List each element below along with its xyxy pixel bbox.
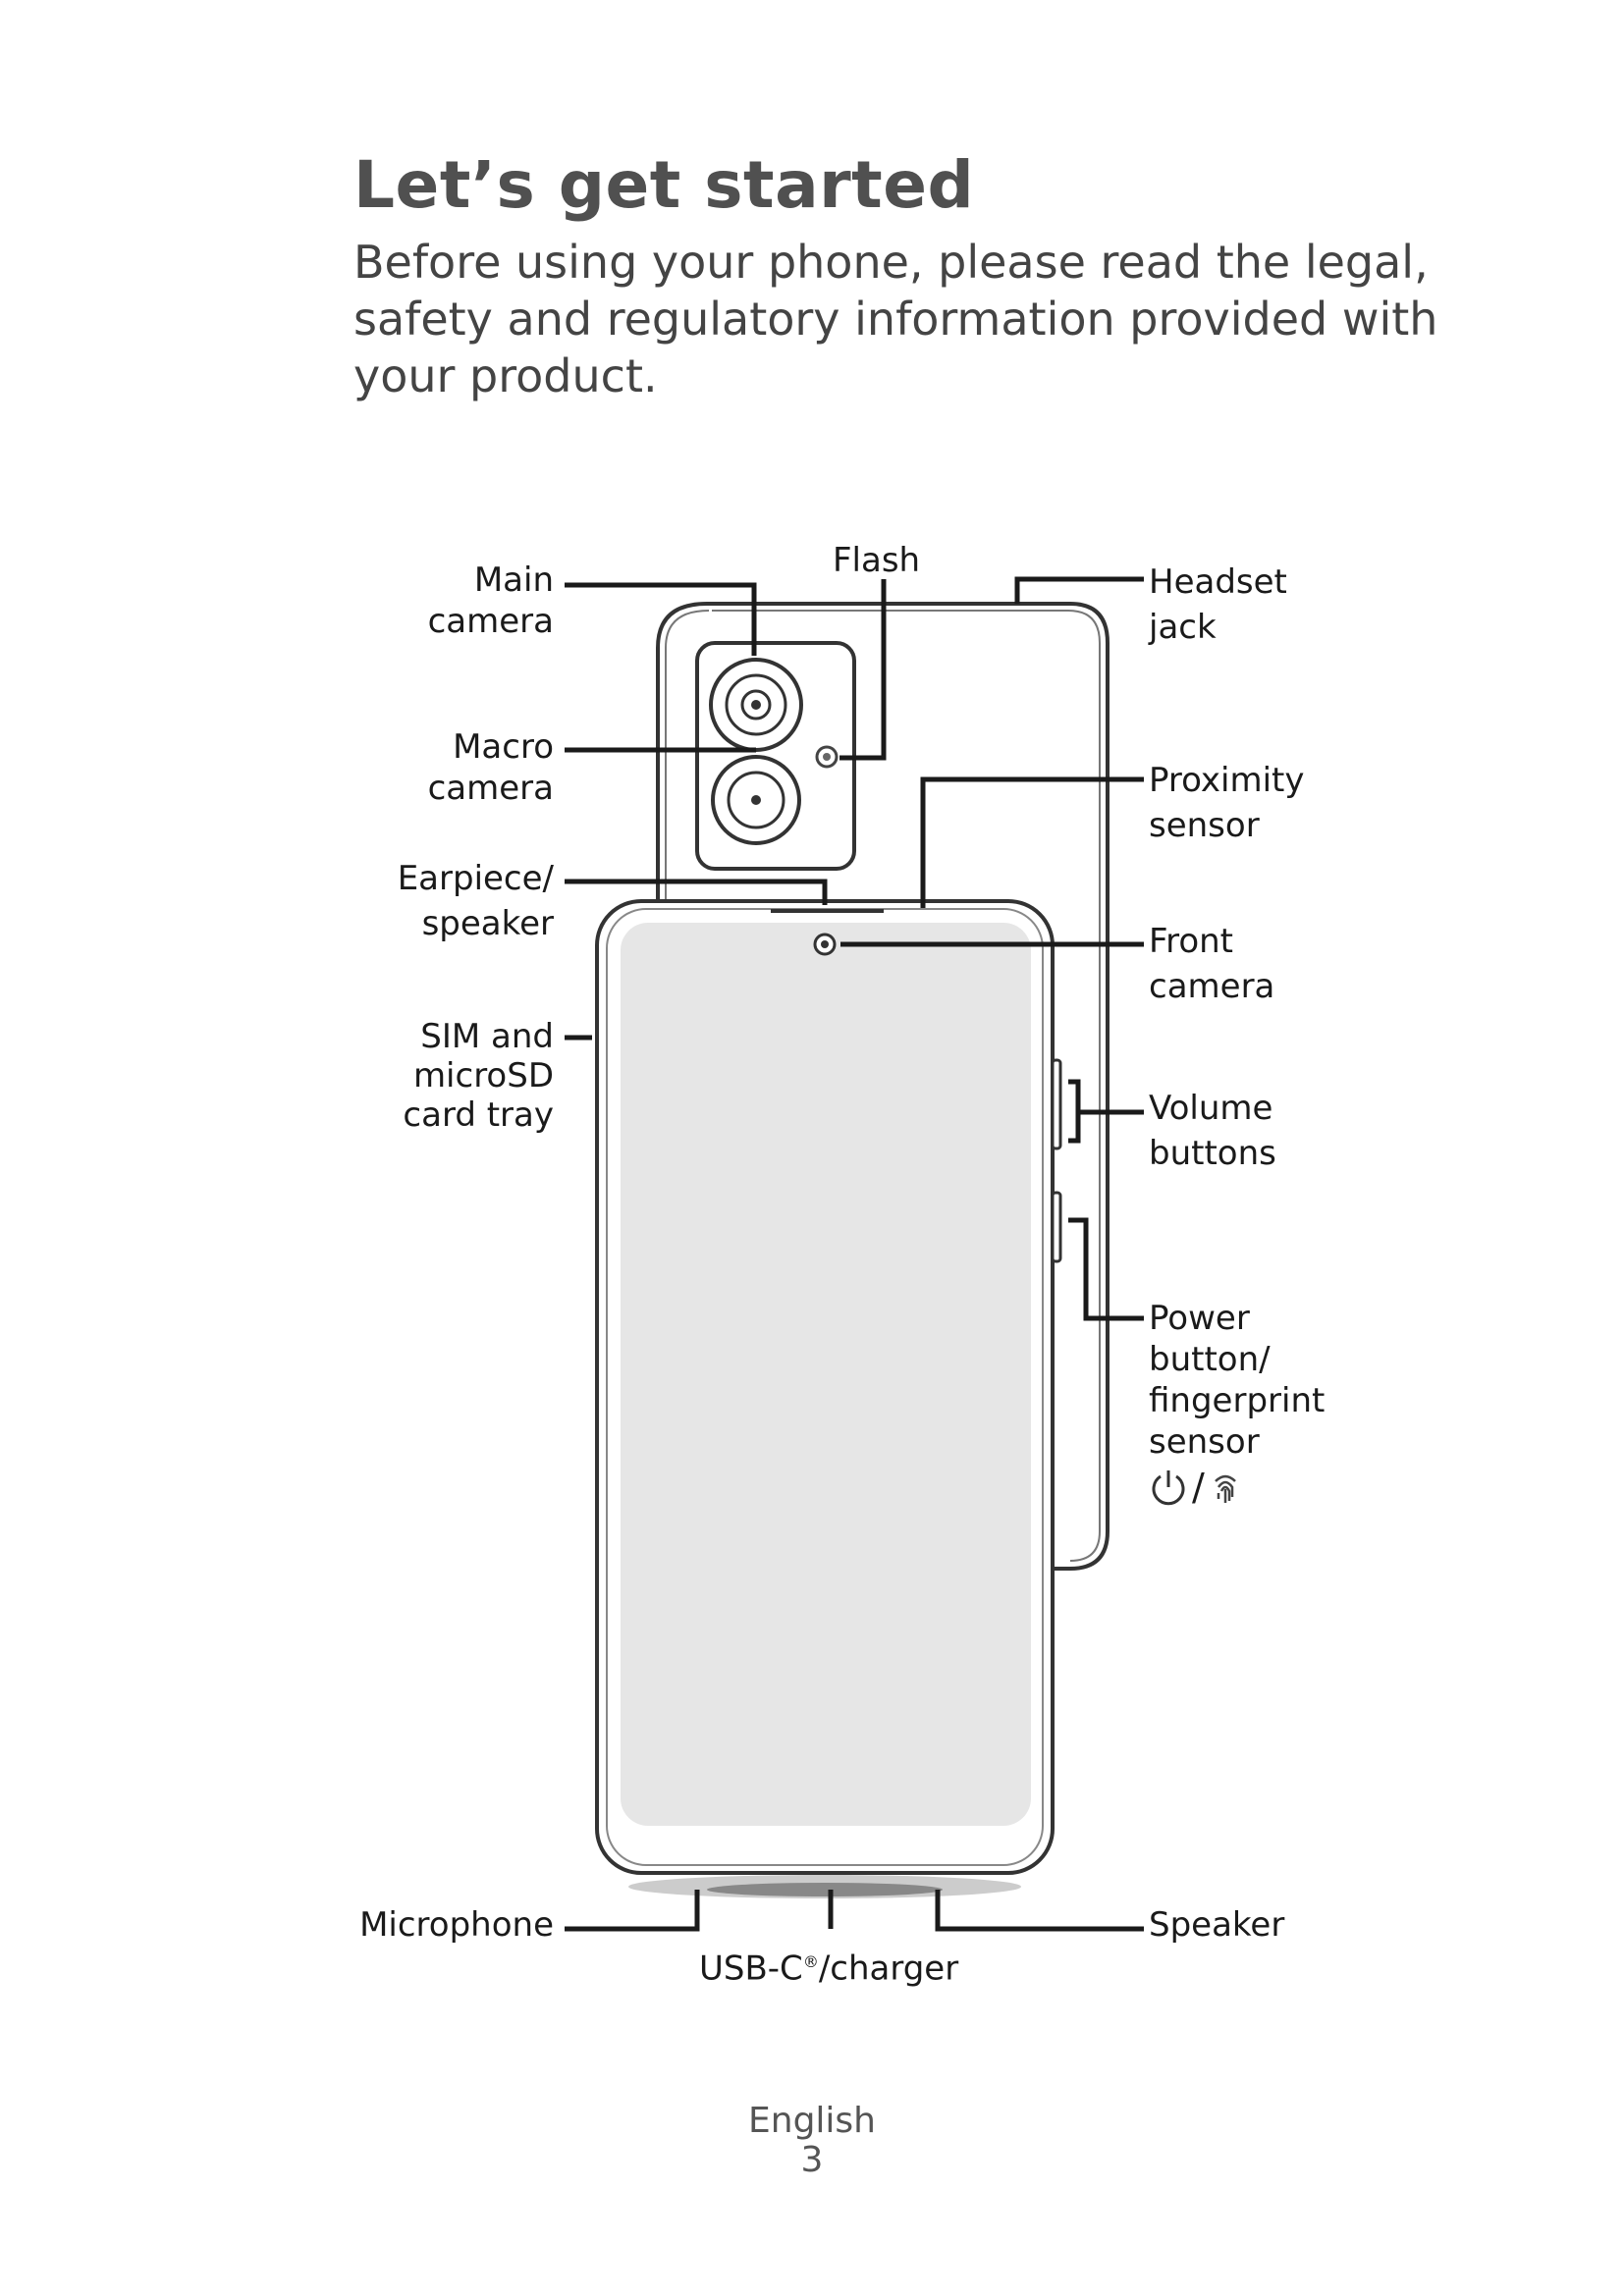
label-line: Volume bbox=[1149, 1089, 1273, 1128]
intro-line: safety and regulatory information provid… bbox=[353, 293, 1438, 346]
label-line: Macro bbox=[453, 727, 554, 767]
label-sim-tray: SIM and microSD card tray bbox=[403, 1017, 554, 1135]
power-icons-separator: / bbox=[1192, 1466, 1205, 1509]
fingerprint-icon bbox=[1214, 1474, 1236, 1503]
label-macro-camera: Macro camera bbox=[428, 726, 554, 809]
flash-led-center bbox=[823, 753, 831, 761]
page-title: Let’s get started bbox=[353, 147, 975, 223]
label-line: Main bbox=[473, 561, 554, 600]
label-usb-charger: USB-C®/charger bbox=[699, 1942, 958, 1989]
label-line: Proximity bbox=[1149, 761, 1305, 800]
footer-language: English bbox=[748, 2101, 876, 2141]
leader-earpiece bbox=[565, 879, 828, 905]
label-microphone: Microphone bbox=[359, 1905, 554, 1945]
power-icons-row: / bbox=[1149, 1467, 1325, 1508]
leader-proximity-sensor bbox=[920, 776, 1144, 908]
front-camera-dot bbox=[821, 940, 829, 948]
leader-volume-buttons bbox=[1068, 1079, 1081, 1144]
label-usb-suffix: /charger bbox=[818, 1949, 959, 1989]
label-line: Front bbox=[1149, 922, 1233, 961]
registered-mark: ® bbox=[802, 1952, 819, 1971]
label-earpiece-speaker: Earpiece/ speaker bbox=[398, 856, 554, 946]
intro-line: your product. bbox=[353, 349, 658, 402]
label-usb-prefix: USB-C bbox=[699, 1949, 803, 1989]
power-icon bbox=[1152, 1470, 1185, 1506]
leader-power-button bbox=[1068, 1217, 1144, 1321]
label-line: microSD bbox=[412, 1056, 554, 1095]
power-button bbox=[1051, 1191, 1062, 1263]
label-power-button: Power button/ fingerprint sensor / bbox=[1149, 1298, 1325, 1508]
phone-bottom-shadow-core bbox=[707, 1883, 943, 1896]
leader-headset-jack bbox=[1014, 576, 1144, 604]
phone-back-left-edge bbox=[656, 602, 708, 918]
page-number: 3 bbox=[800, 2140, 824, 2180]
label-line: sensor bbox=[1149, 1422, 1260, 1462]
label-line: camera bbox=[427, 769, 554, 808]
leader-speaker bbox=[935, 1890, 1144, 1932]
label-line: camera bbox=[427, 602, 554, 641]
macro-camera-lens-dot bbox=[751, 795, 761, 805]
intro-line: Before using your phone, please read the… bbox=[353, 236, 1429, 289]
label-line: button/ bbox=[1149, 1340, 1271, 1379]
leader-main-camera bbox=[565, 582, 757, 656]
label-line: buttons bbox=[1149, 1134, 1276, 1173]
label-proximity-sensor: Proximity sensor bbox=[1149, 758, 1304, 848]
intro-paragraph: Before using your phone, please read the… bbox=[353, 234, 1438, 404]
phone-screen bbox=[621, 923, 1031, 1826]
phone-back-outline bbox=[707, 602, 1110, 1571]
label-front-camera: Front camera bbox=[1149, 919, 1274, 1009]
main-camera-lens-dot bbox=[751, 700, 761, 710]
phone-back-left-edge-inner bbox=[665, 610, 710, 918]
label-line: camera bbox=[1149, 967, 1275, 1006]
label-line: sensor bbox=[1149, 806, 1260, 845]
label-line: card tray bbox=[403, 1095, 554, 1135]
label-line: jack bbox=[1149, 608, 1217, 647]
leader-flash bbox=[839, 579, 887, 761]
leader-microphone bbox=[565, 1890, 700, 1932]
label-line: Power bbox=[1149, 1299, 1250, 1338]
label-main-camera: Main camera bbox=[428, 560, 554, 642]
label-line: fingerprint bbox=[1149, 1381, 1326, 1420]
label-speaker: Speaker bbox=[1149, 1905, 1285, 1945]
volume-button-rocker bbox=[1051, 1058, 1062, 1150]
label-line: Headset bbox=[1149, 562, 1287, 602]
label-flash: Flash bbox=[833, 541, 921, 580]
phone-back-outline-inner bbox=[712, 610, 1101, 1562]
label-volume-buttons: Volume buttons bbox=[1149, 1086, 1276, 1176]
label-line: SIM and bbox=[420, 1017, 554, 1056]
label-line: Earpiece/ bbox=[397, 859, 554, 898]
label-line: speaker bbox=[421, 904, 554, 943]
label-headset-jack: Headset jack bbox=[1149, 560, 1287, 650]
